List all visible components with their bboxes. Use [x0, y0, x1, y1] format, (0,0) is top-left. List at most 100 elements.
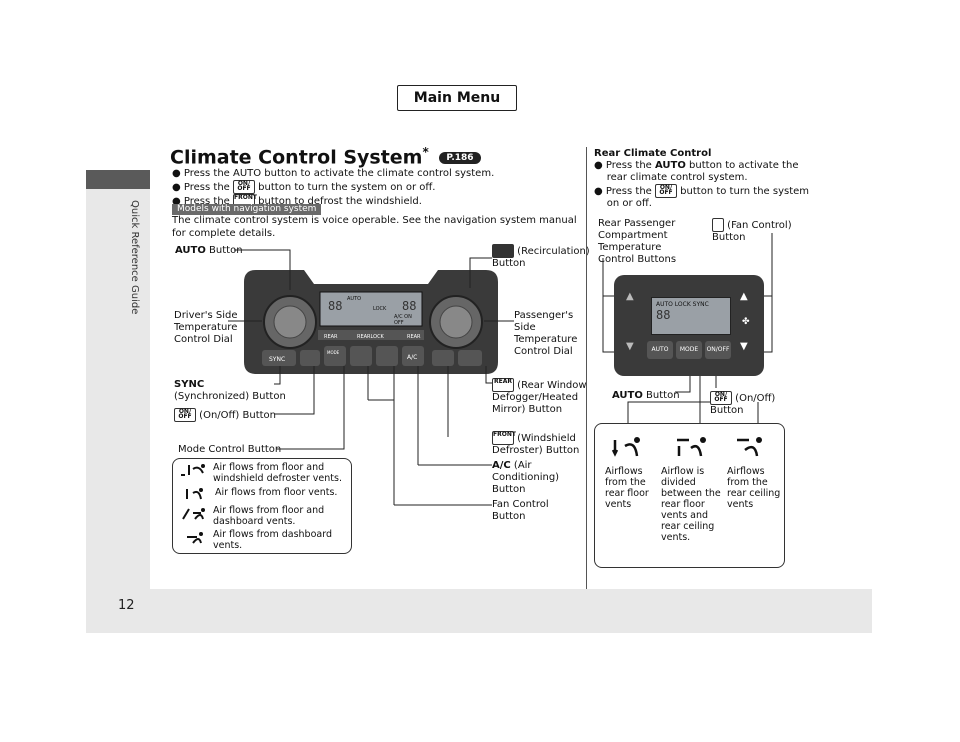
bullet-text: Press the — [183, 182, 233, 193]
rear-label-right: REAR — [407, 334, 421, 340]
sync-key-label: SYNC — [269, 356, 285, 363]
mode-key-label: MODE — [327, 350, 340, 355]
rear-fan-up-button[interactable]: ▲ — [740, 291, 748, 302]
on-off-button-label: ON/OFF (On/Off) Button — [174, 408, 276, 422]
column-divider — [586, 147, 587, 589]
ac-key-label: A/C — [407, 354, 417, 361]
bottom-strip — [86, 589, 872, 633]
mode-key — [324, 346, 346, 366]
airflow-floor-text: Air flows from floor vents. — [215, 487, 338, 498]
rear-temp-up-button[interactable]: ▲ — [626, 291, 634, 302]
front-defrost-key — [432, 350, 454, 366]
dashboard-airflow-icon — [187, 532, 203, 544]
on-off-icon: ON/OFF — [174, 408, 196, 422]
lcd-off: OFF — [394, 320, 404, 326]
floor-dashboard-airflow-icon — [182, 508, 205, 520]
recirculation-label: (Recirculation)Button — [492, 244, 590, 269]
on-off-icon: ON/OFF — [655, 184, 677, 198]
on-off-key — [300, 350, 320, 366]
auto-button-label: AUTO Button — [175, 245, 243, 256]
recirculation-icon — [492, 244, 514, 258]
rear-auto-button-label: AUTO Button — [612, 390, 680, 401]
lcd-auto: AUTO — [347, 296, 361, 302]
lcd-temp-right: 88 — [402, 299, 416, 313]
rear-auto-button[interactable]: AUTO — [647, 341, 673, 359]
rear-lcd: AUTO LOCK SYNC 88 — [651, 297, 731, 335]
rear-mode-button[interactable]: MODE — [676, 341, 702, 359]
rear-temp-down-button[interactable]: ▼ — [626, 341, 634, 352]
front-defrost-icon: FRONT — [492, 431, 516, 445]
ac-key — [402, 346, 424, 366]
rear-on-off-button[interactable]: ON/OFF — [705, 341, 731, 359]
floor-defrost-airflow-icon — [181, 464, 205, 476]
lcd-ac-on: A/C ON — [394, 314, 412, 320]
sync-button-label: SYNC(Synchronized) Button — [174, 379, 286, 402]
driver-dial-knob — [273, 305, 307, 339]
navigation-models-badge: Models with navigation system — [172, 204, 322, 215]
rear-fan-control-label: (Fan Control)Button — [712, 218, 792, 243]
page-title: Climate Control System* P.186 — [170, 145, 481, 168]
on-off-icon: ON/OFF — [710, 391, 732, 405]
rear-fan-down-button[interactable]: ▼ — [740, 341, 748, 352]
bullet-text: Press the AUTO button to activate the cl… — [183, 168, 495, 179]
title-asterisk: * — [422, 145, 429, 159]
rear-label: REAR — [324, 334, 338, 340]
floor-airflow-icon — [186, 488, 203, 500]
mode-control-label: Mode Control Button — [178, 444, 282, 455]
page-reference-text: P.186 — [446, 152, 474, 163]
bullet-list: ● Press the AUTO button to activate the … — [172, 167, 582, 208]
main-menu-button[interactable]: Main Menu — [397, 85, 517, 111]
side-strip-tab — [86, 170, 150, 189]
lcd-temp-left: 88 — [328, 299, 342, 313]
rear-climate-panel: AUTO LOCK SYNC 88 ▲ ▼ ▲ ✤ ▼ AUTO MODE ON… — [614, 275, 764, 376]
lcd-lock: LOCK — [373, 306, 387, 312]
rear-bullet-on-off: ● Press the ON/OFF button to turn the sy… — [594, 184, 810, 209]
rearlock-label: REARLOCK — [357, 334, 385, 340]
fan-up-key — [376, 346, 398, 366]
rear-floor-airflow-icon — [611, 437, 640, 457]
bullet-item: ● Press the AUTO button to activate the … — [172, 168, 495, 179]
page-reference-link[interactable]: P.186 — [439, 151, 481, 164]
navigation-note: The climate control system is voice oper… — [172, 215, 577, 239]
rear-defrost-icon: REAR — [492, 378, 514, 392]
fan-down-key — [350, 346, 372, 366]
rear-defrost-key — [458, 350, 482, 366]
rear-lcd-temp: 88 — [656, 308, 671, 322]
bullet-item: ● Press the ON/OFF button to turn the sy… — [172, 180, 436, 194]
fan-icon: ✤ — [742, 317, 750, 327]
rear-floor-ceiling-airflow-icon — [677, 437, 706, 457]
on-off-icon: ON/OFF — [233, 180, 255, 194]
fan-control-icon — [712, 218, 724, 232]
front-climate-panel: 88 AUTO LOCK 88 A/C ON OFF REAR REARLOCK… — [244, 270, 498, 374]
rear-bullet-auto: ● Press the AUTO button to activate the … — [594, 160, 799, 183]
title-text: Climate Control System — [170, 146, 423, 169]
rear-button-row — [318, 330, 424, 340]
section-label: Quick Reference Guide — [129, 200, 140, 315]
bullet-text: button to turn the system on or off. — [255, 182, 436, 193]
rear-climate-heading: Rear Climate Control — [594, 148, 712, 159]
bullet-text: button to defrost the windshield. — [255, 196, 422, 207]
page-number: 12 — [118, 598, 135, 613]
rear-lcd-status: AUTO LOCK SYNC — [656, 301, 709, 308]
front-lcd — [319, 291, 423, 327]
rear-ceiling-airflow-icon — [737, 437, 762, 457]
passenger-dial-knob — [439, 305, 473, 339]
bullet-text: Press the — [183, 196, 233, 207]
rear-on-off-button-label: ON/OFF (On/Off)Button — [710, 391, 776, 416]
sync-key — [262, 350, 296, 366]
